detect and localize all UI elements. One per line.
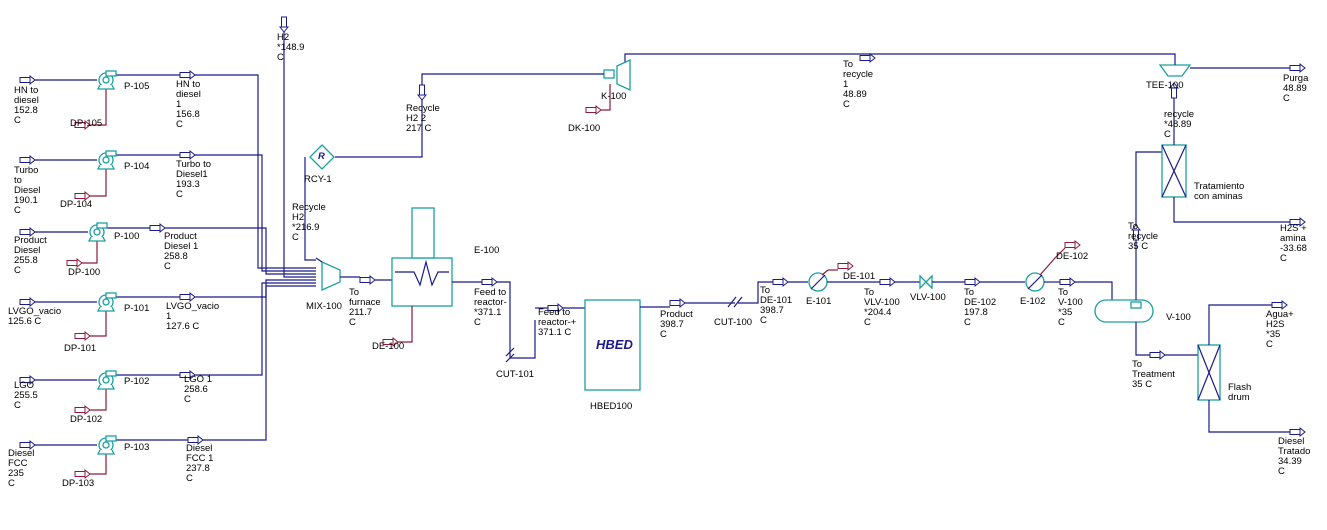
reactor-hbed-text: HBED <box>596 337 633 352</box>
separator-v-100-label: V-100 <box>1166 312 1191 323</box>
energy-de-102-label: DE-102 <box>1056 251 1089 262</box>
stream-feed-to-reactor: Feed to reactor- *371.1 C <box>474 287 507 328</box>
stream-to-furnace: To furnace 211.7 C <box>349 287 381 328</box>
stream-hn-to-diesel: HN to diesel 152.8 C <box>14 85 39 126</box>
valve-vlv-100-label: VLV-100 <box>910 292 946 303</box>
cooler-e-102 <box>1025 272 1045 292</box>
stream-to-recycle: To recycle 35 C <box>1128 221 1159 252</box>
stream-turbo-to-diesel1: Turbo to Diesel1 193.3 C <box>176 159 212 200</box>
feed-arrows <box>19 16 289 450</box>
stream-turbo-to-diesel: Turbo to Diesel 190.1 C <box>14 165 41 216</box>
compressor-k-100 <box>603 58 631 92</box>
stream-to-vlv-100: To VLV-100 *204.4 C <box>864 287 900 328</box>
stream-to-recycle-1: To recycle 1 48.89 C <box>843 59 874 110</box>
flash-drum-label: Flash drum <box>1228 382 1252 403</box>
stream-to-treatment: To Treatment 35 C <box>1132 359 1175 390</box>
stream-diesel-fcc-1: Diesel FCC 1 237.8 C <box>186 443 214 484</box>
energy-dp-103-label: DP-103 <box>62 478 95 489</box>
recycle-rcy-1-label: RCY-1 <box>304 174 332 185</box>
stream-h2s-amina: H2S + amina -33.68 C <box>1280 223 1307 264</box>
stream-to-de-101: To DE-101 398.7 C <box>760 285 793 326</box>
stream-to-v-100: To V-100 *35 C <box>1058 287 1083 328</box>
recycle-symbol: R <box>318 151 325 162</box>
stream-recycle-h2: Recycle H2 *216.9 C <box>292 202 326 243</box>
energy-dp-100-label: DP-100 <box>68 267 101 278</box>
cooler-e-101 <box>808 272 828 292</box>
energy-dp-101-label: DP-101 <box>64 343 97 354</box>
valve-vlv-100 <box>919 274 933 290</box>
energy-dp-105-label: DP-105 <box>70 118 103 129</box>
pump-p-102-label: P-102 <box>124 376 150 387</box>
compressor-k-100-label: K-100 <box>601 91 627 102</box>
energy-dp-102-label: DP-102 <box>70 414 103 425</box>
cooler-e-101-label: E-101 <box>806 296 832 307</box>
flash-drum <box>1197 344 1221 401</box>
stream-diesel-fcc: Diesel FCC 235 C <box>8 448 35 489</box>
stream-recycle-h2-2: Recycle H2 2 217 C <box>406 103 440 134</box>
stream-product: Product 398.7 C <box>660 309 693 340</box>
feed-lines <box>34 32 316 446</box>
cut-100-label: CUT-100 <box>714 317 753 328</box>
stream-product-diesel: Product Diesel 255.8 C <box>14 235 47 276</box>
cut-101-label: CUT-101 <box>496 369 535 380</box>
energy-dk-100-label: DK-100 <box>568 123 601 134</box>
stream-recycle: recycle *48.89 C <box>1164 109 1195 140</box>
stream-lgo: LGO 255.5 C <box>14 380 38 411</box>
recycle-block-rcy-1 <box>309 144 335 170</box>
stream-hn-to-diesel-1: HN to diesel 1 156.8 C <box>176 79 201 130</box>
stream-lgo-1: LGO 1 258.6 C <box>184 374 212 405</box>
stream-lvgo-vacio: LVGO_vacio 125.6 C <box>8 306 62 327</box>
stream-agua-h2s: Agua+ H2S *35 C <box>1266 309 1294 350</box>
pump-p-103-label: P-103 <box>124 442 150 453</box>
stream-lvgo-vacio-1: LVGO_vacio 1 127.6 C <box>166 301 220 332</box>
pump-p-105-label: P-105 <box>124 81 150 92</box>
separator-v-100 <box>1094 299 1154 323</box>
amine-treatment-label: Tratamiento con aminas <box>1194 181 1245 202</box>
tee-100-label: TEE-100 <box>1146 80 1184 91</box>
furnace-e-100 <box>391 207 453 307</box>
reactor-hbed100-label: HBED100 <box>590 401 633 412</box>
tee-100 <box>1158 64 1192 77</box>
mixer-mix-100-label: MIX-100 <box>306 301 342 312</box>
mixer-mix-100 <box>315 257 341 292</box>
stream-purga: Purga 48.89 C <box>1283 73 1309 104</box>
energy-de-101-label: DE-101 <box>843 271 876 282</box>
reactor-hbed100 <box>584 299 641 391</box>
stream-to-de-102: To DE-102 197.8 C <box>964 287 997 328</box>
stream-diesel-tratado: Diesel Tratado 34.39 C <box>1278 436 1311 477</box>
stream-feed-to-reactor-plus: Feed to reactor-+ 371.1 C <box>538 307 577 338</box>
pump-p-104-label: P-104 <box>124 161 150 172</box>
pump-p-100-label: P-100 <box>114 231 140 242</box>
pump-energy-lines <box>66 88 107 479</box>
stream-h2: H2 *148.9 C <box>277 32 305 63</box>
cooler-e-102-label: E-102 <box>1020 296 1046 307</box>
stream-product-diesel-1: Product Diesel 1 258.8 C <box>164 231 199 272</box>
amine-treatment <box>1161 144 1187 198</box>
energy-de-100-label: DE-100 <box>372 341 405 352</box>
pump-p-101-label: P-101 <box>124 303 150 314</box>
energy-dp-104-label: DP-104 <box>60 199 93 210</box>
furnace-e-100-label: E-100 <box>474 245 500 256</box>
